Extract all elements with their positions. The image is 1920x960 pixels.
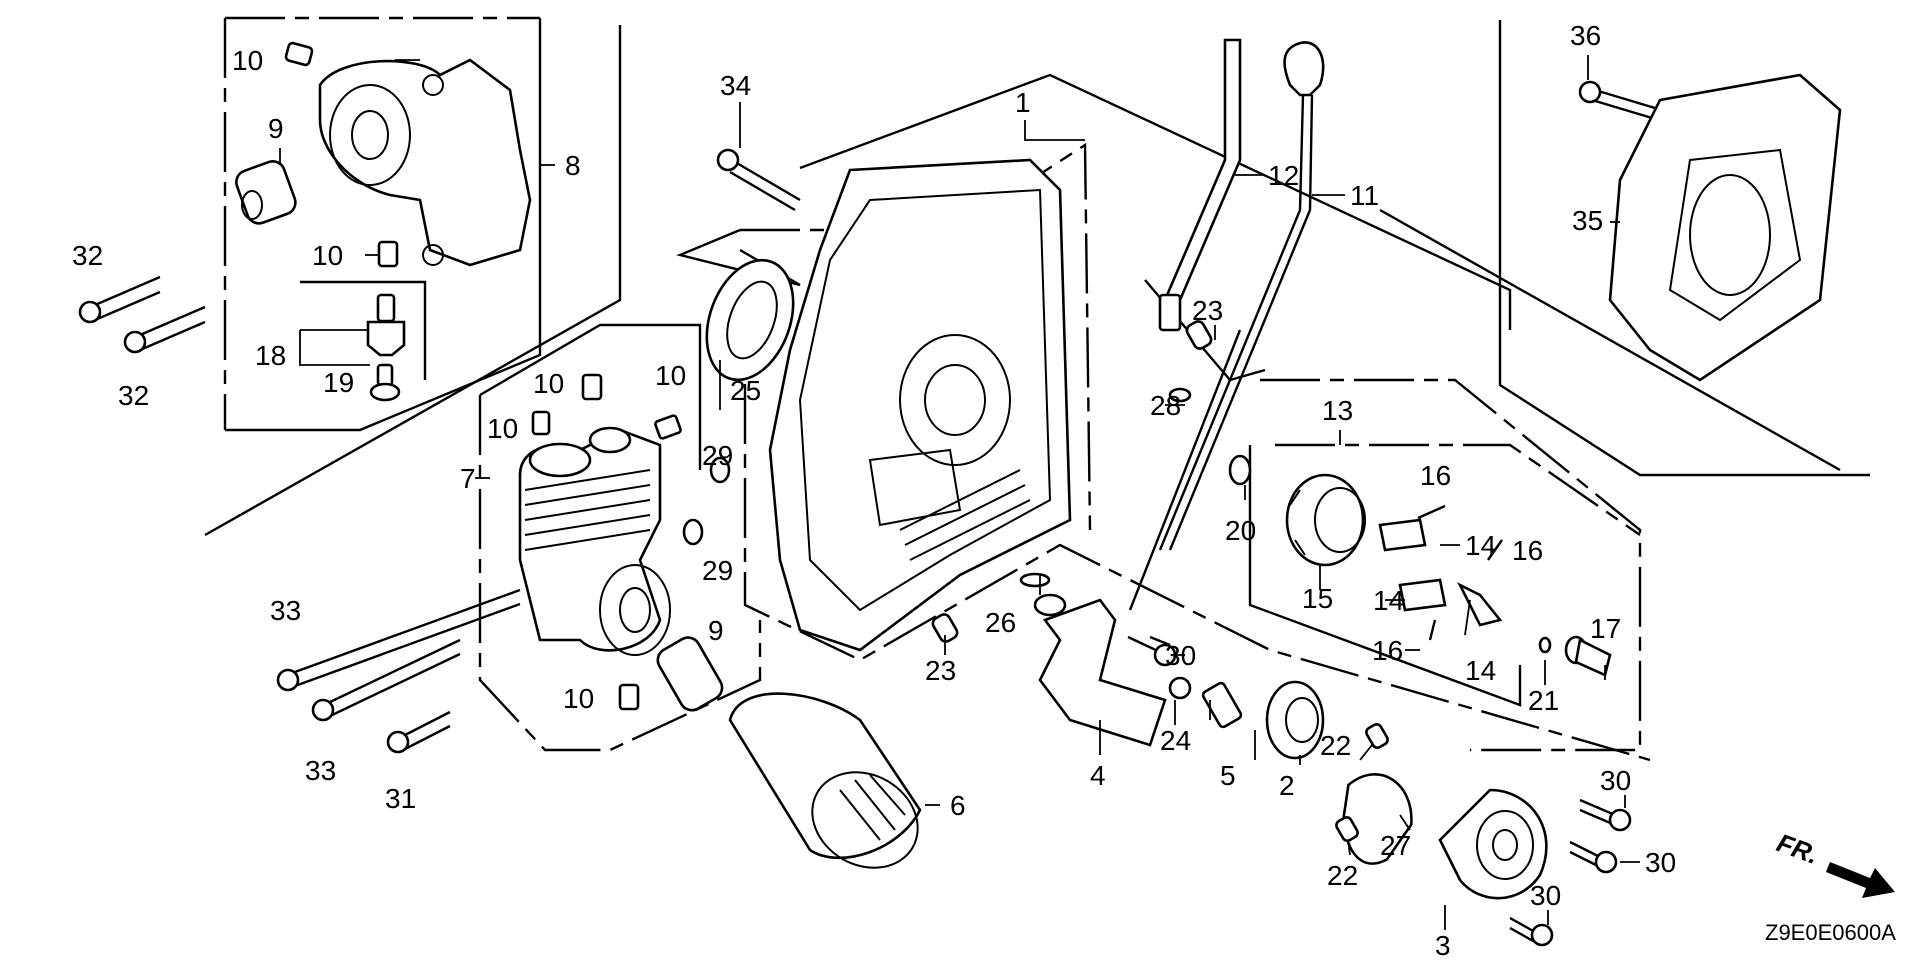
callout-12: 12	[1268, 160, 1299, 191]
leader-lines	[279, 55, 1640, 930]
callout-20: 20	[1225, 515, 1256, 546]
callout-30-a: 30	[1165, 640, 1196, 671]
callout-28: 28	[1150, 390, 1181, 421]
callout-17: 17	[1590, 613, 1621, 644]
front-direction-indicator: FR.	[1773, 827, 1895, 898]
callout-22-a: 22	[1320, 730, 1351, 761]
part-washer-20	[1228, 454, 1252, 486]
part-dowels-23	[931, 320, 1213, 643]
part-filler-tube	[1158, 38, 1242, 403]
callout-14-c: 14	[1465, 655, 1496, 686]
callout-15: 15	[1302, 583, 1333, 614]
callout-23-b: 23	[925, 655, 956, 686]
grouping-lines	[204, 16, 1870, 762]
callout-6: 6	[950, 790, 966, 821]
callout-35: 35	[1572, 205, 1603, 236]
part-threaded-joint-top	[235, 160, 297, 225]
callout-24: 24	[1160, 725, 1191, 756]
drawing-code: Z9E0E0600A	[1765, 920, 1896, 945]
callout-16-b: 16	[1512, 535, 1543, 566]
callout-21: 21	[1528, 685, 1559, 716]
part-crankcase-cover	[768, 158, 1072, 652]
part-dowels-22	[1335, 723, 1389, 842]
callout-18: 18	[255, 340, 286, 371]
callout-labels: 1 2 3 4 5 6 7 8 9 9 10 10 10 10 10 10 11…	[72, 20, 1676, 960]
callout-10-f: 10	[563, 683, 594, 714]
callout-9-top: 9	[268, 113, 284, 144]
callout-19: 19	[323, 367, 354, 398]
callout-34: 34	[720, 70, 751, 101]
callout-31: 31	[385, 783, 416, 814]
part-pump-cover	[1342, 773, 1548, 900]
callout-7: 7	[460, 463, 476, 494]
callout-1: 1	[1015, 87, 1031, 118]
callout-5: 5	[1220, 760, 1236, 791]
part-plugs-cooler	[531, 373, 682, 711]
callout-3: 3	[1435, 930, 1451, 960]
callout-13: 13	[1322, 395, 1353, 426]
callout-26: 26	[985, 607, 1016, 638]
callout-27: 27	[1380, 830, 1411, 861]
callout-30-d: 30	[1530, 880, 1561, 911]
callout-32-b: 32	[118, 380, 149, 411]
part-ball-spring-rotor	[1168, 676, 1325, 760]
callout-33-b: 33	[305, 755, 336, 786]
callout-25: 25	[730, 375, 761, 406]
part-governor-weights	[1378, 504, 1503, 641]
part-filter-base	[318, 58, 532, 267]
front-label: FR.	[1773, 827, 1823, 870]
part-threaded-joint-bottom	[656, 636, 724, 712]
part-pressure-switch	[366, 293, 406, 402]
part-governor-gear	[1285, 473, 1366, 567]
callout-30-b: 30	[1600, 765, 1631, 796]
callout-36: 36	[1570, 20, 1601, 51]
part-oil-filter	[728, 692, 922, 869]
callout-8: 8	[565, 150, 581, 181]
part-oil-seal	[705, 258, 795, 382]
part-bolts-32	[78, 275, 206, 354]
callout-23-a: 23	[1192, 295, 1223, 326]
part-cover-plate	[1578, 73, 1842, 382]
callout-11: 11	[1350, 180, 1379, 211]
callout-14-b: 14	[1373, 585, 1404, 616]
part-dipstick	[1158, 41, 1325, 551]
part-o-rings-29	[682, 456, 731, 546]
callout-22-b: 22	[1327, 860, 1358, 891]
callout-14-a: 14	[1465, 530, 1496, 561]
part-long-bolts	[276, 588, 521, 754]
part-cover-bolt	[716, 148, 801, 212]
part-strainer	[1019, 572, 1177, 747]
callout-29-b: 29	[702, 555, 733, 586]
callout-29-a: 29	[702, 440, 733, 471]
callout-33-a: 33	[270, 595, 301, 626]
callout-10-b: 10	[312, 240, 343, 271]
front-arrow-icon	[1826, 862, 1895, 898]
part-plugs-top	[284, 41, 399, 268]
callout-16-c: 16	[1372, 635, 1403, 666]
callout-10-c: 10	[533, 368, 564, 399]
callout-10-a: 10	[232, 45, 263, 76]
part-bolts-30	[1149, 635, 1632, 947]
callout-4: 4	[1090, 760, 1106, 791]
callout-16-a: 16	[1420, 460, 1451, 491]
callout-32-a: 32	[72, 240, 103, 271]
callout-10-d: 10	[487, 413, 518, 444]
part-oil-cooler	[518, 426, 671, 656]
callout-30-c: 30	[1645, 847, 1676, 878]
callout-2: 2	[1279, 770, 1295, 801]
callout-10-e: 10	[655, 360, 686, 391]
callout-9-bottom: 9	[708, 615, 724, 646]
